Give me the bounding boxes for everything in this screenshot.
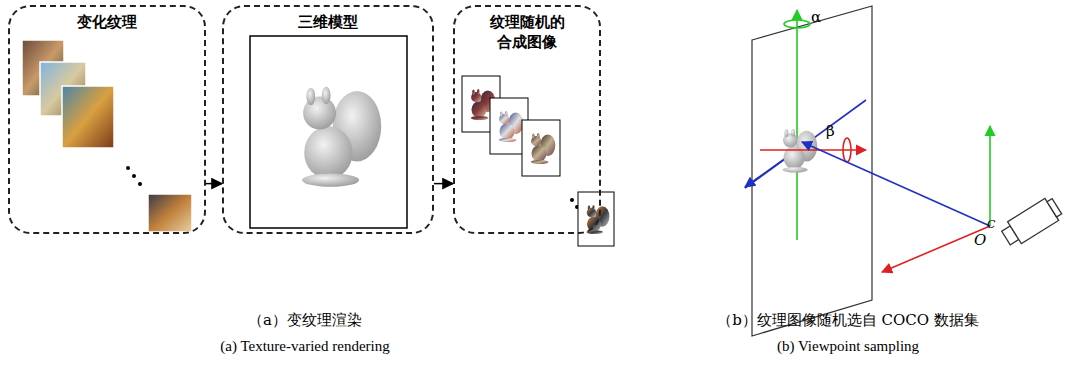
caption: （b）纹理图像随机选自 COCO 数据集 [717, 311, 979, 329]
dashed-group-box: 纹理随机的 合成图像 [453, 5, 601, 234]
angle-label: β [826, 122, 835, 140]
texture-photos [22, 40, 192, 232]
dashed-group-box: 三维模型 [222, 5, 434, 234]
caption: （a）变纹理渲染 [248, 311, 362, 329]
viewpoint-figure [745, 6, 1064, 336]
squirrel-model [302, 87, 381, 187]
rendered-images [462, 76, 614, 246]
box-title: 变化纹理 [47, 13, 167, 33]
ellipsis-dots [126, 166, 584, 216]
caption: (a) Texture-varied rendering [220, 337, 389, 355]
box-title: 三维模型 [268, 13, 388, 33]
angle-label: α [811, 8, 821, 26]
box-title: 纹理随机的 合成图像 [487, 13, 567, 52]
flow-arrow [434, 183, 453, 185]
dashed-group-box: 变化纹理 [8, 5, 206, 234]
origin-label: C [987, 218, 995, 231]
flow-arrow [206, 183, 222, 185]
origin-label: O [974, 231, 986, 249]
caption: (b) Viewpoint sampling [777, 337, 919, 355]
model-frame [250, 36, 407, 228]
